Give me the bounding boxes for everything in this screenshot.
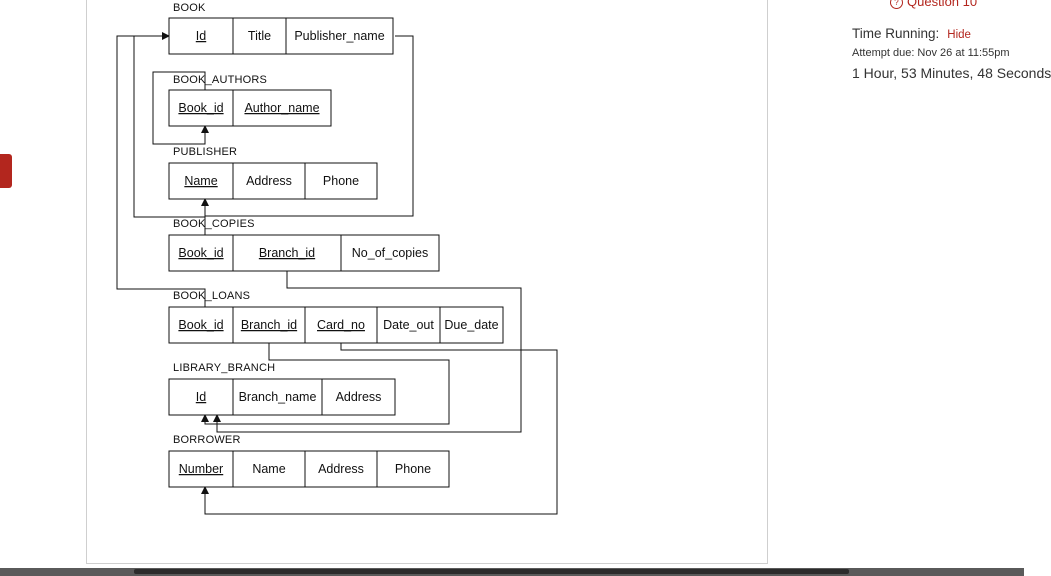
table-label: BORROWER (173, 434, 241, 446)
key-column-name: Book_id (178, 101, 223, 115)
table-book: BOOK Id Title Publisher_name (168, 2, 394, 55)
key-column-name: Id (196, 390, 206, 404)
column-cell (168, 89, 234, 127)
column-name: Phone (323, 174, 359, 188)
key-column-name: Id (196, 29, 206, 43)
flag-tab[interactable] (0, 154, 12, 188)
column-name: Title (248, 29, 271, 43)
table-label: LIBRARY_BRANCH (173, 362, 275, 374)
column-cell (321, 378, 396, 416)
table-library-branch: LIBRARY_BRANCH Id Branch_name Address (168, 362, 396, 416)
column-name: Address (318, 462, 364, 476)
column-cell (285, 17, 394, 55)
column-cell (232, 162, 306, 200)
column-cell (168, 306, 234, 344)
table-label: BOOK_AUTHORS (173, 74, 267, 86)
timer-label: Time Running: (852, 26, 940, 41)
timer-row: Time Running: Hide (852, 26, 971, 41)
table-book-authors: BOOK_AUTHORS Book_id Author_name (168, 74, 332, 127)
column-cell (232, 234, 342, 272)
time-remaining: 1 Hour, 53 Minutes, 48 Seconds (852, 65, 1051, 81)
key-column-name: Book_id (178, 318, 223, 332)
fk-connector-1 (133, 36, 206, 235)
column-cell (304, 306, 378, 344)
question-circle-icon: ? (890, 0, 903, 9)
column-cell (232, 378, 323, 416)
column-name: Name (252, 462, 285, 476)
key-column-name: Branch_id (259, 246, 315, 260)
column-name: Branch_name (239, 390, 317, 404)
column-cell (232, 450, 306, 488)
column-cell (232, 89, 332, 127)
column-name: Due_date (444, 318, 498, 332)
fk-connector-3 (201, 35, 414, 217)
fk-connector-6 (201, 343, 558, 515)
fk-connector-0 (152, 71, 209, 145)
scrollbar-thumb[interactable] (134, 569, 849, 574)
key-column-name: Branch_id (241, 318, 297, 332)
question-link-label: Question 10 (907, 0, 978, 9)
column-cell (340, 234, 440, 272)
fk-connector-5 (213, 271, 522, 433)
column-cell (168, 162, 234, 200)
table-label: BOOK_LOANS (173, 290, 250, 302)
column-cell (168, 17, 234, 55)
table-book-loans: BOOK_LOANS Book_id Branch_id Card_no Date_ou… (168, 290, 504, 344)
table-book-copies: BOOK_COPIES Book_id Branch_id No_of_copies (168, 218, 440, 272)
fk-connector-2 (116, 32, 206, 307)
column-cell (304, 162, 378, 200)
column-name: Address (336, 390, 382, 404)
column-name: Date_out (383, 318, 434, 332)
column-name: Address (246, 174, 292, 188)
attempt-due: Attempt due: Nov 26 at 11:55pm (852, 47, 1010, 59)
key-column-name: Name (184, 174, 217, 188)
table-label: BOOK_COPIES (173, 218, 255, 230)
column-cell (376, 450, 450, 488)
column-cell (439, 306, 504, 344)
column-cell (168, 378, 234, 416)
table-publisher: PUBLISHER Name Address Phone (168, 146, 378, 200)
hide-timer-link[interactable]: Hide (947, 29, 971, 41)
column-cell (168, 234, 234, 272)
column-name: Publisher_name (294, 29, 384, 43)
key-column-name: Number (179, 462, 223, 476)
column-name: No_of_copies (352, 246, 428, 260)
fk-connector-4 (201, 343, 450, 425)
key-column-name: Card_no (317, 318, 365, 332)
key-column-name: Book_id (178, 246, 223, 260)
column-cell (232, 306, 306, 344)
table-borrower: BORROWER Number Name Address Phone (168, 434, 450, 488)
column-name: Phone (395, 462, 431, 476)
question-link[interactable]: ? Question 10 (890, 0, 977, 9)
table-label: BOOK (173, 2, 206, 14)
quiz-sidebar: ? Question 10 Time Running: Hide Attempt d… (852, 0, 1051, 100)
key-column-name: Author_name (244, 101, 319, 115)
table-label: PUBLISHER (173, 146, 237, 158)
